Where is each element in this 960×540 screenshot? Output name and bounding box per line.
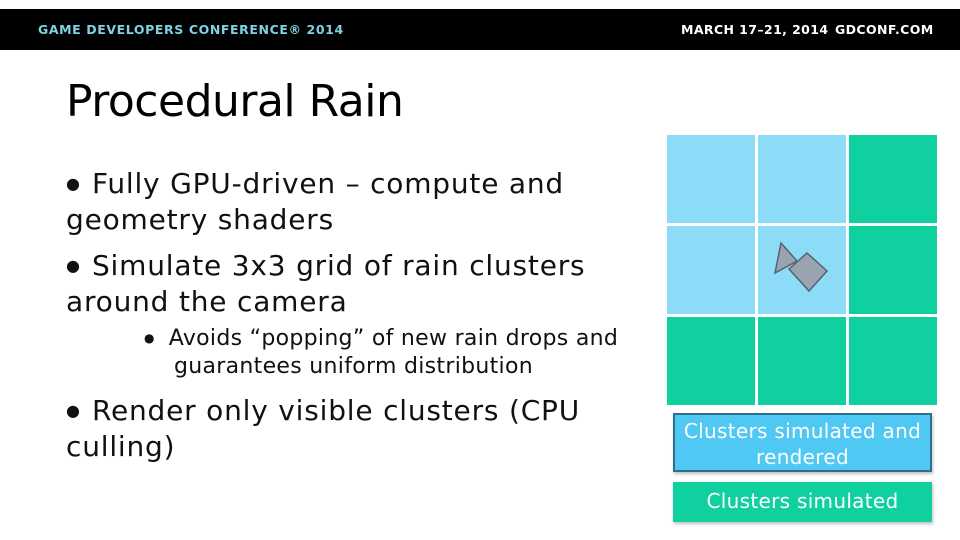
- cluster-cell-simulated: [849, 317, 937, 405]
- conference-header-bar: GAME DEVELOPERS CONFERENCE® 2014 MARCH 1…: [0, 9, 960, 50]
- conference-url: GDCONF.COM: [835, 22, 934, 37]
- legend-simulated-and-rendered: Clusters simulated and rendered: [673, 413, 932, 472]
- bullet-dot-icon: ●: [66, 401, 80, 420]
- bullet-simulate-grid: ●Simulate 3x3 grid of rain clusters arou…: [66, 248, 656, 320]
- bullet-dot-icon: ●: [66, 256, 80, 275]
- camera-icon: [773, 241, 829, 293]
- cluster-cell-rendered: [667, 226, 755, 314]
- conference-dates: MARCH 17–21, 2014: [681, 22, 829, 37]
- slide-title: Procedural Rain: [66, 76, 404, 127]
- bullet-text: Render only visible clusters (CPU cullin…: [66, 394, 581, 463]
- bullet-dot-icon: ●: [66, 174, 80, 193]
- cluster-cell-rendered: [667, 135, 755, 223]
- legend-simulated: Clusters simulated: [673, 482, 932, 522]
- cluster-cell-rendered: [758, 135, 846, 223]
- bullet-list: ●Fully GPU-driven – compute and geometry…: [66, 166, 656, 475]
- conference-name: GAME DEVELOPERS CONFERENCE® 2014: [38, 22, 344, 37]
- bullet-text: Fully GPU-driven – compute and geometry …: [66, 167, 565, 236]
- cluster-cell-simulated: [849, 135, 937, 223]
- bullet-render-visible: ●Render only visible clusters (CPU culli…: [66, 393, 656, 465]
- sub-bullet-avoids-popping: ● Avoids “popping” of new rain drops and …: [144, 324, 654, 381]
- bullet-text: Simulate 3x3 grid of rain clusters aroun…: [66, 249, 586, 318]
- bullet-dot-icon: ●: [144, 331, 155, 345]
- bullet-gpu-driven: ●Fully GPU-driven – compute and geometry…: [66, 166, 656, 238]
- cluster-grid-diagram: [667, 135, 939, 407]
- cluster-cell-simulated: [667, 317, 755, 405]
- cluster-cell-simulated: [849, 226, 937, 314]
- cluster-cell-simulated: [758, 317, 846, 405]
- bullet-text: Avoids “popping” of new rain drops and g…: [168, 326, 619, 379]
